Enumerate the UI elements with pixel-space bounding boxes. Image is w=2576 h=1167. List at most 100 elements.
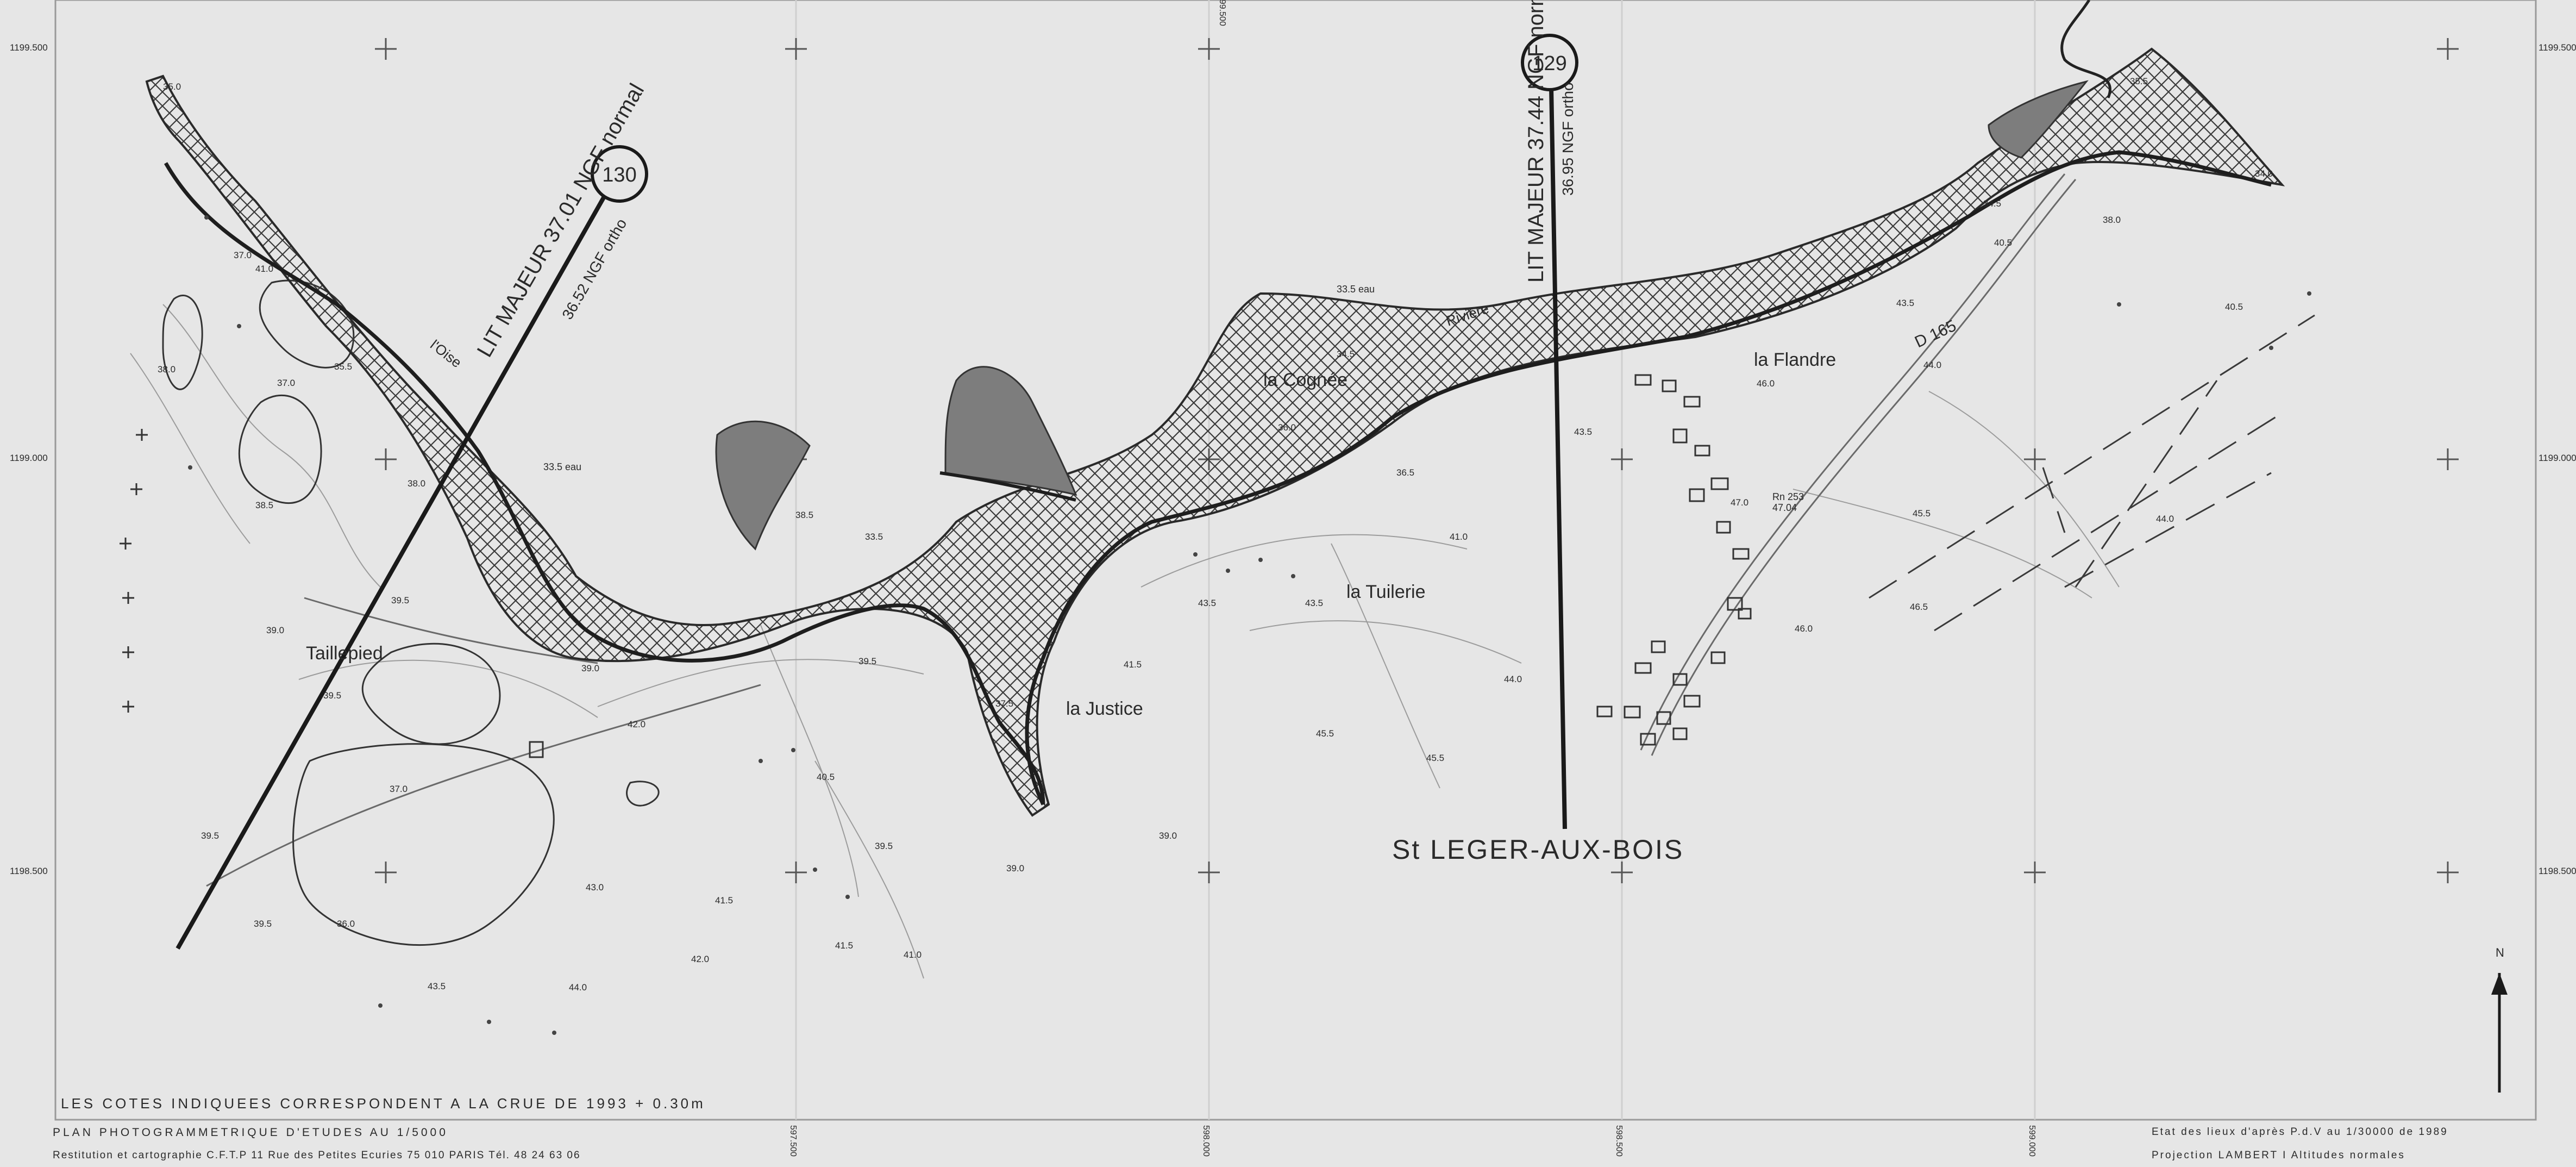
spot-height: 39.5 — [391, 595, 409, 606]
boundary-markers — [120, 429, 148, 713]
spot-height: 33.5 — [865, 532, 883, 542]
locality-label: Taillepied — [306, 643, 383, 664]
spot-height: 39.0 — [266, 625, 284, 635]
locality-label: la Justice — [1066, 698, 1143, 719]
map-frame — [54, 0, 2537, 1121]
spot-height: 41.0 — [255, 264, 273, 274]
spot-height: 38.5 — [255, 500, 273, 510]
spot-height: 36.0 — [337, 919, 355, 929]
spot-height: 44.0 — [1923, 360, 1941, 370]
spot-height: 37.0 — [234, 250, 252, 260]
spot-height: 34.5 — [1337, 349, 1355, 359]
spot-height: 38.5 — [795, 510, 813, 520]
spot-height: 35.5 — [334, 361, 352, 372]
spot-height: 43.5 — [1574, 427, 1592, 437]
locality-label: la Flandre — [1754, 350, 1836, 370]
spot-heights: 35.0 37.0 41.0 37.0 35.5 38.0 38.5 38.0 … — [158, 76, 2273, 993]
profile-line-129 — [1549, 86, 1567, 829]
spot-height: 41.5 — [835, 940, 853, 951]
flood-boundary-line — [164, 150, 2272, 806]
spot-height: 47.0 — [1731, 497, 1748, 508]
profile-number-129: 129 — [1532, 52, 1566, 75]
water-level-label: 33.5 eau — [1337, 284, 1375, 295]
spot-height: 45.5 — [1426, 753, 1444, 763]
spot-height: 35.5 — [2130, 76, 2148, 86]
spot-height: 46.5 — [1910, 602, 1928, 612]
spot-height: 39.0 — [1159, 831, 1177, 841]
spot-height: 43.0 — [586, 882, 604, 893]
grid-label-right: 1199.500 — [2539, 42, 2576, 53]
spot-height: 43.5 — [428, 981, 446, 991]
grid-label-bottom: 597.500 — [788, 1125, 798, 1157]
restitution-credit: Restitution et cartographie C.F.T.P 11 R… — [53, 1150, 581, 1161]
spot-height: 41.0 — [904, 950, 922, 960]
spot-height: 42.0 — [691, 954, 709, 964]
spot-height: 42.0 — [628, 719, 645, 729]
river-outflow — [2060, 0, 2111, 98]
spot-height: 39.0 — [581, 663, 599, 673]
spot-height: 36.5 — [1396, 467, 1414, 478]
spot-height: 37.5 — [995, 698, 1013, 709]
grid-label-left: 1199.000 — [10, 453, 48, 463]
grid-label-left: 1199.500 — [10, 42, 48, 53]
spot-height: 45.5 — [1913, 508, 1931, 519]
water-level-label: 33.5 eau — [543, 461, 581, 472]
locality-label: la Tuilerie — [1346, 582, 1426, 602]
profile-marker-130 — [591, 145, 648, 203]
flood-boundary-line — [939, 471, 1076, 502]
plan-title: PLAN PHOTOGRAMMETRIQUE D'ETUDES AU 1/500… — [53, 1126, 448, 1139]
profile-sublabel-129: 36.95 NGF ortho — [1559, 82, 1576, 196]
spot-height: 40.5 — [817, 772, 835, 782]
spot-height: 46.0 — [1757, 378, 1775, 389]
north-arrow-head — [2491, 973, 2508, 995]
grid-label-bottom: 598.000 — [1201, 1125, 1211, 1157]
place-title: St LEGER-AUX-BOIS — [1392, 834, 1684, 865]
spot-height: 39.0 — [1006, 863, 1024, 873]
grid-label-bottom: 598.500 — [1614, 1125, 1624, 1157]
field-boundaries — [1869, 314, 2315, 632]
ponds — [162, 279, 660, 946]
spot-height: 34.0 — [2255, 169, 2273, 179]
spot-height: 37.0 — [390, 784, 408, 794]
profile-number-130: 130 — [602, 164, 636, 186]
profile-line-130 — [176, 178, 616, 950]
spot-height: 41.0 — [1450, 532, 1468, 542]
spot-height: 41.5 — [1124, 659, 1142, 670]
benchmark-value: 47.04 — [1772, 502, 1797, 513]
spot-height: 39.5 — [875, 841, 893, 851]
spot-height: 35.0 — [163, 82, 181, 92]
spot-height: 41.5 — [715, 895, 733, 906]
grid-label-left: 1198.500 — [10, 866, 48, 876]
spot-height: 40.5 — [2225, 302, 2243, 312]
vegetation-dots — [188, 215, 2311, 1035]
grid-label-right: 1198.500 — [2539, 866, 2576, 876]
contour-lines — [130, 304, 2120, 979]
spot-height: 43.5 — [1305, 598, 1323, 608]
north-label: N — [2496, 946, 2504, 959]
spot-height: 43.5 — [1896, 298, 1914, 308]
grid-label-bottom: 599.000 — [2027, 1125, 2036, 1157]
projection-note: Projection LAMBERT I Altitudes normales — [2152, 1150, 2405, 1161]
flood-zone — [145, 47, 2285, 817]
deep-flood-zones — [715, 80, 2089, 551]
spot-height: 39.5 — [254, 919, 272, 929]
spot-height: 38.0 — [2103, 215, 2121, 225]
spot-height: 40.5 — [1994, 238, 2012, 248]
source-note: Etat des lieux d'après P.d.V au 1/30000 … — [2152, 1126, 2448, 1138]
spot-height: 38.0 — [408, 478, 425, 489]
spot-height: 37.0 — [277, 378, 295, 388]
spot-height: 44.0 — [2156, 514, 2174, 524]
spot-height: 38.0 — [158, 364, 176, 375]
spot-height: 45.5 — [1316, 728, 1334, 739]
spot-height: 39.5 — [323, 690, 341, 701]
profile-label-129: LIT MAJEUR 37.44 NGF normal — [1524, 0, 1548, 283]
spot-height: 44.0 — [569, 982, 587, 993]
spot-height: 34.5 — [1983, 198, 2001, 209]
profile-129: 129 LIT MAJEUR 37.44 NGF normal 36.95 NG… — [1521, 0, 1578, 829]
spot-height: 39.5 — [858, 656, 876, 666]
grid-label-right: 1199.000 — [2539, 453, 2576, 463]
locality-label: la Cognée — [1263, 370, 1347, 390]
north-arrow: N — [2491, 946, 2508, 1093]
